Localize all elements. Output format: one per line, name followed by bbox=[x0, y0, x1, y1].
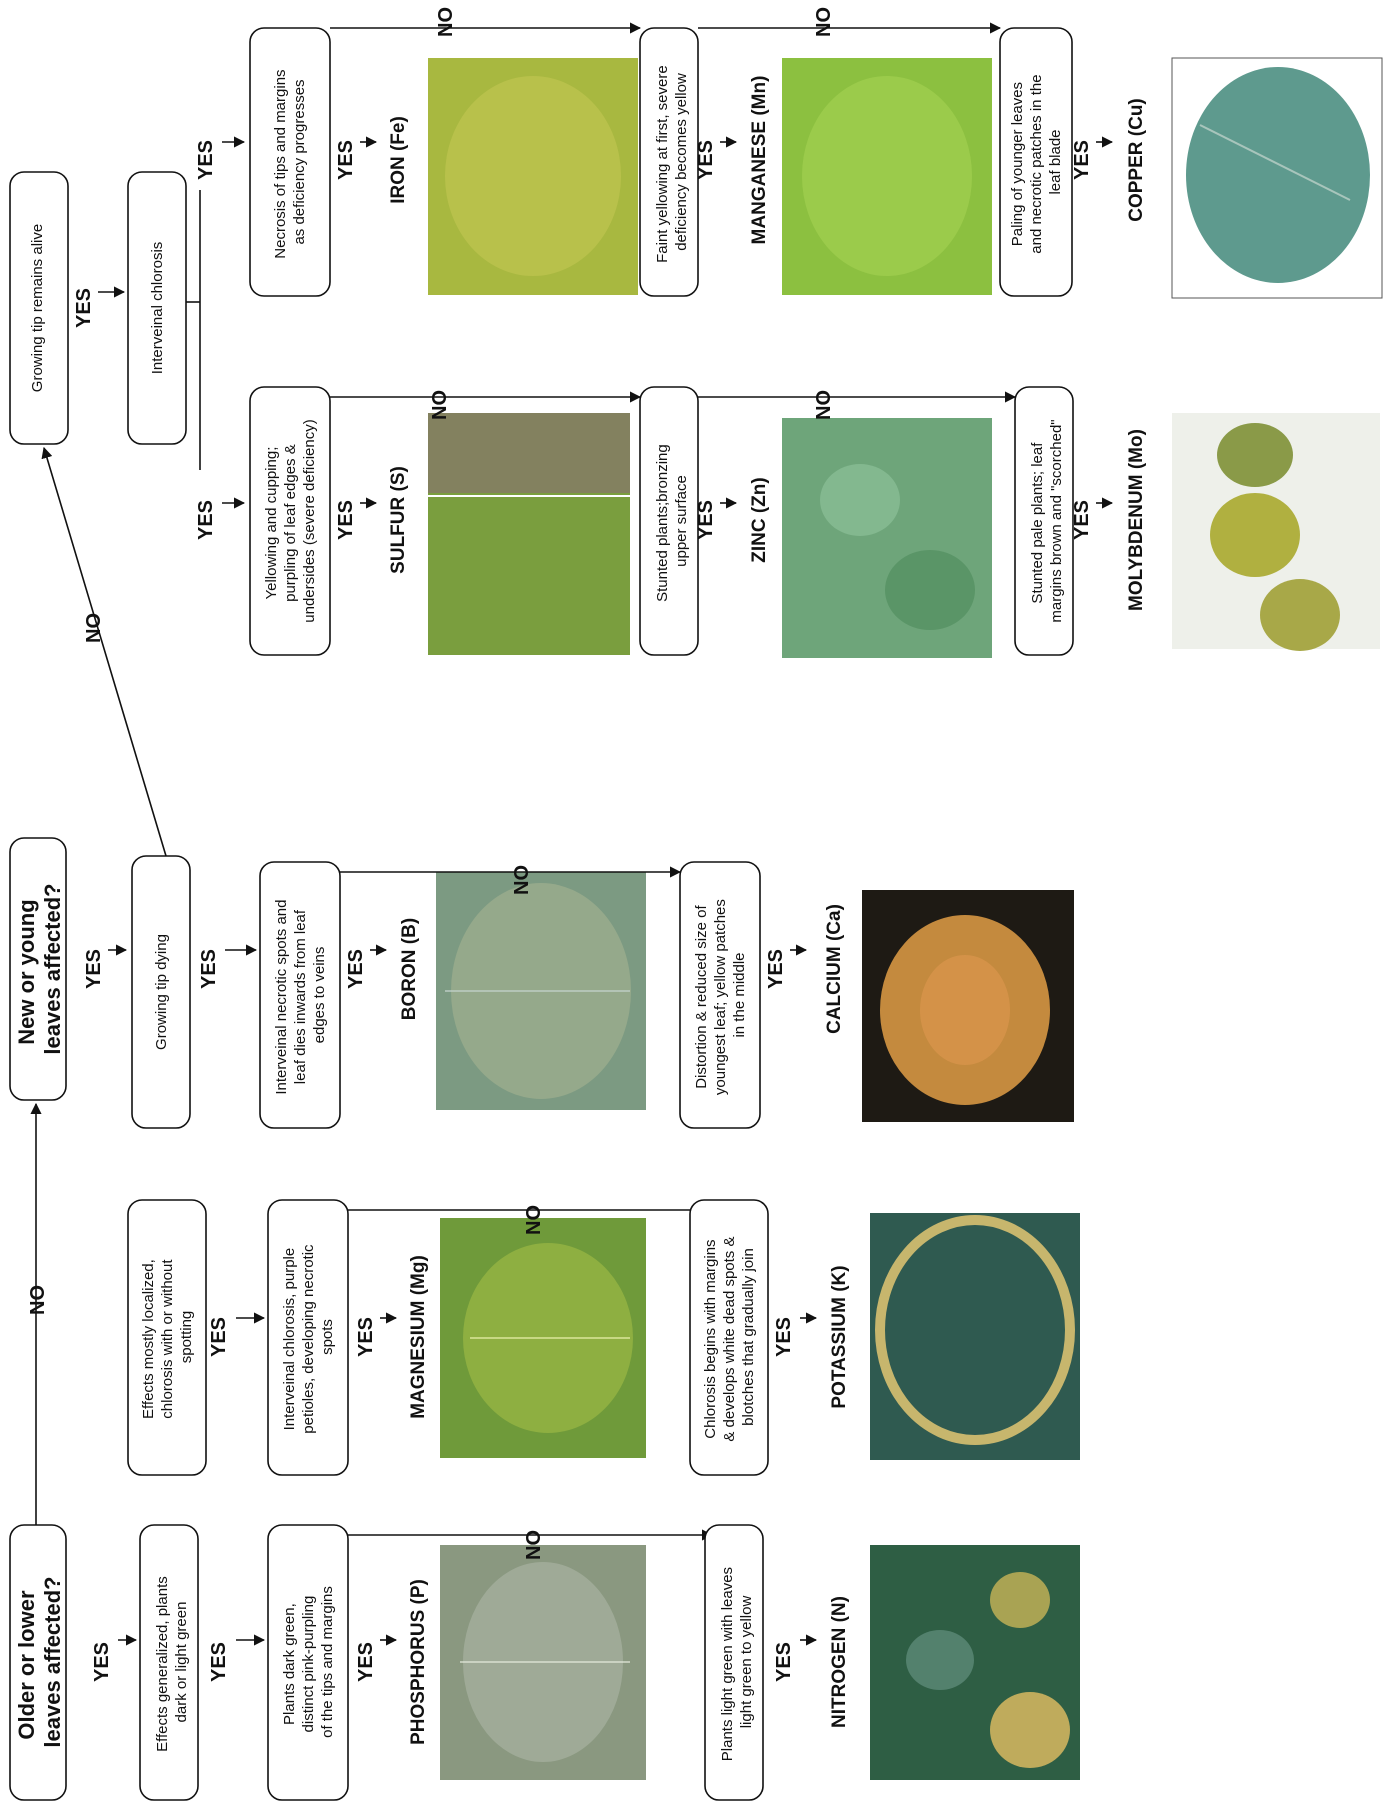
nutrient-boron: BORON (B) bbox=[399, 918, 420, 1020]
box-manganese-symptoms: Faint yellowing at first, severe deficie… bbox=[640, 28, 698, 296]
box-calcium-symptoms: Distortion & reduced size of youngest le… bbox=[680, 862, 760, 1128]
yes-label-tip-dying: YES bbox=[198, 949, 220, 989]
no-label-iron: NO bbox=[435, 7, 457, 37]
nutrient-calcium: CALCIUM (Ca) bbox=[824, 904, 845, 1034]
box-iron-symptoms: Necrosis of tips and margins as deficien… bbox=[250, 28, 330, 296]
nutrient-sulfur: SULFUR (S) bbox=[388, 466, 409, 574]
yes-label-new: YES bbox=[83, 949, 105, 989]
no-label-magnesium: NO bbox=[523, 1205, 545, 1235]
box-growing-tip-alive: Growing tip remains alive bbox=[10, 172, 68, 444]
no-arrow-tip-dying bbox=[44, 448, 166, 856]
svg-text:Growing tip dying: Growing tip dying bbox=[153, 934, 170, 1050]
question-older-line1: Older or lower bbox=[14, 1590, 39, 1740]
no-label-manganese: NO bbox=[813, 7, 835, 37]
no-label-sulfur: NO bbox=[429, 390, 451, 420]
yes-label-iron: YES bbox=[335, 140, 357, 180]
yes-label-sulfur: YES bbox=[335, 500, 357, 540]
photo-sulfur bbox=[428, 413, 630, 655]
nutrient-phosphorus: PHOSPHORUS (P) bbox=[408, 1579, 429, 1745]
box-interveinal-chlorosis: Interveinal chlorosis bbox=[128, 172, 186, 444]
yes-label-magnesium: YES bbox=[355, 1317, 377, 1357]
no-label-phosphorus: NO bbox=[523, 1530, 545, 1560]
yes-label-generalized: YES bbox=[208, 1642, 230, 1682]
question-older-line2: leaves affected? bbox=[40, 1576, 65, 1747]
photo-calcium bbox=[862, 890, 1074, 1122]
svg-text:Chlorosis begins with margins: Chlorosis begins with margins & develops… bbox=[702, 1232, 757, 1441]
svg-text:New or young leaves affe: New or young leaves affected? bbox=[14, 883, 65, 1054]
photo-copper bbox=[1172, 58, 1382, 298]
svg-text:Growing tip remains alive: Growing tip remains alive bbox=[29, 224, 46, 392]
nutrient-copper: COPPER (Cu) bbox=[1126, 98, 1147, 222]
yes-label-boron: YES bbox=[345, 949, 367, 989]
nutrient-magnesium: MAGNESIUM (Mg) bbox=[408, 1255, 429, 1419]
photo-iron bbox=[428, 58, 638, 295]
photo-potassium bbox=[870, 1213, 1080, 1460]
photo-nitrogen bbox=[870, 1545, 1080, 1780]
yes-label-older: YES bbox=[91, 1642, 113, 1682]
yes-label-manganese: YES bbox=[695, 140, 717, 180]
box-nitrogen-symptoms: Plants light green with leaves light gre… bbox=[705, 1525, 763, 1800]
box-sulfur-symptoms: Yellowing and cupping; purpling of leaf … bbox=[250, 387, 330, 655]
no-label-tip-dying: NO bbox=[83, 613, 105, 643]
box-magnesium-symptoms: Interveinal chlorosis, purple petioles, … bbox=[268, 1200, 348, 1475]
photo-phosphorus bbox=[440, 1545, 646, 1780]
box-copper-symptoms: Paling of younger leaves and necrotic pa… bbox=[1000, 28, 1072, 296]
no-label-zinc: NO bbox=[813, 390, 835, 420]
no-label-older-new: NO bbox=[27, 1285, 49, 1315]
yes-label-calcium: YES bbox=[765, 949, 787, 989]
svg-text:Interveinal chlorosis: Interveinal chlorosis bbox=[149, 242, 166, 375]
yes-label-tip-alive: YES bbox=[73, 288, 95, 328]
yes-label-copper: YES bbox=[1071, 140, 1093, 180]
question-new-line2: leaves affected? bbox=[40, 883, 65, 1054]
photo-boron bbox=[436, 872, 646, 1110]
yes-label-iron-column: YES bbox=[195, 140, 217, 180]
yes-label-molybdenum: YES bbox=[1071, 500, 1093, 540]
no-label-boron: NO bbox=[511, 865, 533, 895]
nutrient-manganese: MANGANESE (Mn) bbox=[749, 76, 770, 245]
photo-zinc bbox=[782, 418, 992, 658]
yes-label-zinc: YES bbox=[695, 500, 717, 540]
svg-text:Plants dark green, disti: Plants dark green, distinct pink-purplin… bbox=[281, 1586, 336, 1738]
svg-text:Older or lower leaves af: Older or lower leaves affected? bbox=[14, 1576, 65, 1747]
photo-magnesium bbox=[440, 1218, 646, 1458]
box-effects-localized: Effects mostly localized, chlorosis with… bbox=[128, 1200, 206, 1475]
box-effects-generalized: Effects generalized, plants dark or ligh… bbox=[140, 1525, 198, 1800]
nutrient-iron: IRON (Fe) bbox=[388, 116, 409, 204]
nutrient-potassium: POTASSIUM (K) bbox=[829, 1265, 850, 1408]
nutrient-zinc: ZINC (Zn) bbox=[749, 477, 770, 562]
box-boron-symptoms: Interveinal necrotic spots and leaf dies… bbox=[260, 862, 340, 1128]
box-growing-tip-dying: Growing tip dying bbox=[132, 856, 190, 1128]
question-older-leaves: Older or lower leaves affected? bbox=[10, 1525, 66, 1800]
nutrient-molybdenum: MOLYBDENUM (Mo) bbox=[1126, 429, 1147, 611]
yes-label-sulfur-column: YES bbox=[195, 500, 217, 540]
yes-label-localized: YES bbox=[208, 1317, 230, 1357]
yes-label-nitrogen: YES bbox=[773, 1642, 795, 1682]
photo-manganese bbox=[782, 58, 992, 295]
box-phosphorus-symptoms: Plants dark green, distinct pink-purplin… bbox=[268, 1525, 348, 1800]
svg-text:Yellowing and cupping; p: Yellowing and cupping; purpling of leaf … bbox=[263, 419, 318, 622]
yes-label-phosphorus: YES bbox=[355, 1642, 377, 1682]
photo-molybdenum bbox=[1172, 413, 1380, 651]
yes-label-potassium: YES bbox=[773, 1317, 795, 1357]
nutrient-nitrogen: NITROGEN (N) bbox=[829, 1596, 850, 1728]
box-potassium-symptoms: Chlorosis begins with margins & develops… bbox=[690, 1200, 768, 1475]
question-new-line1: New or young bbox=[14, 899, 39, 1044]
box-zinc-symptoms: Stunted plants;bronzing upper surface bbox=[640, 387, 698, 655]
box-molybdenum-symptoms: Stunted pale plants; leaf margins brown … bbox=[1015, 387, 1073, 655]
question-new-leaves: New or young leaves affected? bbox=[10, 838, 66, 1100]
